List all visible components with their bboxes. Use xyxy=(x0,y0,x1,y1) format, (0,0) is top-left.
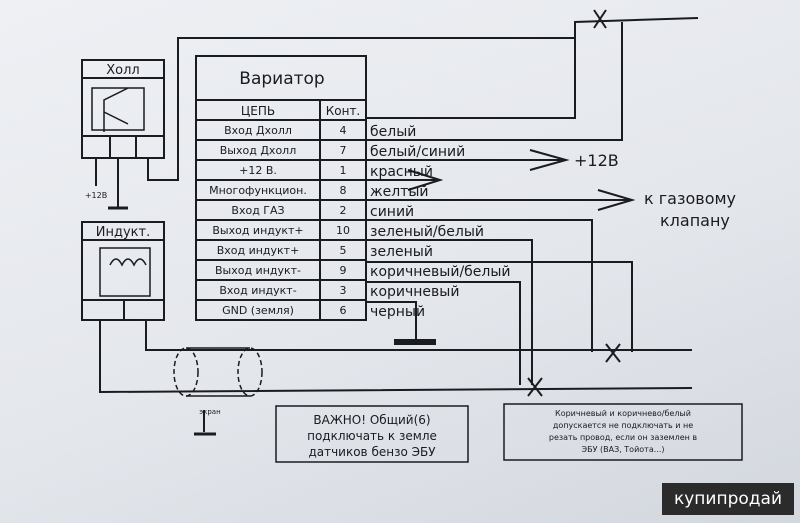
variator-circuit-cell: GND (земля) xyxy=(222,304,294,317)
wire-color-label: зеленый xyxy=(370,244,433,260)
important-note-line-3: датчиков бензо ЭБУ xyxy=(308,445,436,459)
brown-wire-note-box xyxy=(503,403,743,461)
gas-valve-label-2: клапану xyxy=(660,211,730,230)
variator-contact-cell: 3 xyxy=(340,284,347,297)
wire-color-label: зеленый/белый xyxy=(370,224,484,240)
contact-col-header: Конт. xyxy=(326,104,361,118)
wire-color-label: синий xyxy=(370,204,414,220)
circuit-col-header: ЦЕПЬ xyxy=(241,104,275,118)
variator-contact-cell: 7 xyxy=(340,144,347,157)
wire-color-label: коричневый/белый xyxy=(370,264,511,280)
wire-color-label: желтый xyxy=(370,184,428,200)
variator-contact-cell: 2 xyxy=(340,204,347,217)
important-note-box xyxy=(275,405,469,463)
variator-contact-cell: 5 xyxy=(340,244,347,257)
brown-note-line-4: ЭБУ (ВАЗ, Тойота...) xyxy=(582,445,665,454)
wire-color-label: красный xyxy=(370,164,433,180)
brown-note-line-3: резать провод, если он заземлен в xyxy=(549,433,698,442)
variator-circuit-cell: Вход Дхолл xyxy=(224,124,292,137)
important-note-line-1: ВАЖНО! Общий(6) xyxy=(313,413,430,427)
wire-color-label: белый xyxy=(370,124,416,140)
variator-circuit-cell: Вход индукт- xyxy=(219,284,296,297)
hall-title: Холл xyxy=(106,63,139,78)
variator-title: Вариатор xyxy=(239,69,324,89)
brown-note-line-1: Коричневый и коричнево/белый xyxy=(555,409,691,418)
gas-valve-label-1: к газовому xyxy=(644,189,736,208)
variator-circuit-cell: Вход ГАЗ xyxy=(231,204,284,217)
important-note-line-2: подключать к земле xyxy=(307,429,437,443)
site-watermark: купипродай xyxy=(661,483,794,515)
brown-note-line-2: допускается не подключать и не xyxy=(553,421,693,430)
variator-contact-cell: 4 xyxy=(340,124,347,137)
inductive-title: Индукт. xyxy=(96,225,150,240)
variator-contact-cell: 8 xyxy=(340,184,347,197)
variator-box xyxy=(195,55,367,321)
variator-contact-cell: 9 xyxy=(340,264,347,277)
wire-color-label: коричневый xyxy=(370,284,459,300)
hall-sensor-box xyxy=(81,59,165,159)
hall-voltage: +12В xyxy=(85,191,107,200)
variator-contact-cell: 6 xyxy=(340,304,347,317)
variator-circuit-cell: Выход Дхолл xyxy=(220,144,296,157)
wire-color-label: белый/синий xyxy=(370,144,465,160)
variator-circuit-cell: Многофункцион. xyxy=(209,184,307,197)
variator-contact-cell: 10 xyxy=(336,224,350,237)
shield-label: экран xyxy=(199,408,220,416)
variator-circuit-cell: Выход индукт- xyxy=(215,264,301,277)
variator-circuit-cell: Выход индукт+ xyxy=(212,224,303,237)
plus12-output-label: +12В xyxy=(574,151,619,170)
variator-circuit-cell: +12 В. xyxy=(239,164,277,177)
variator-contact-cell: 1 xyxy=(340,164,347,177)
wire-color-label: черный xyxy=(370,304,425,320)
variator-circuit-cell: Вход индукт+ xyxy=(217,244,300,257)
